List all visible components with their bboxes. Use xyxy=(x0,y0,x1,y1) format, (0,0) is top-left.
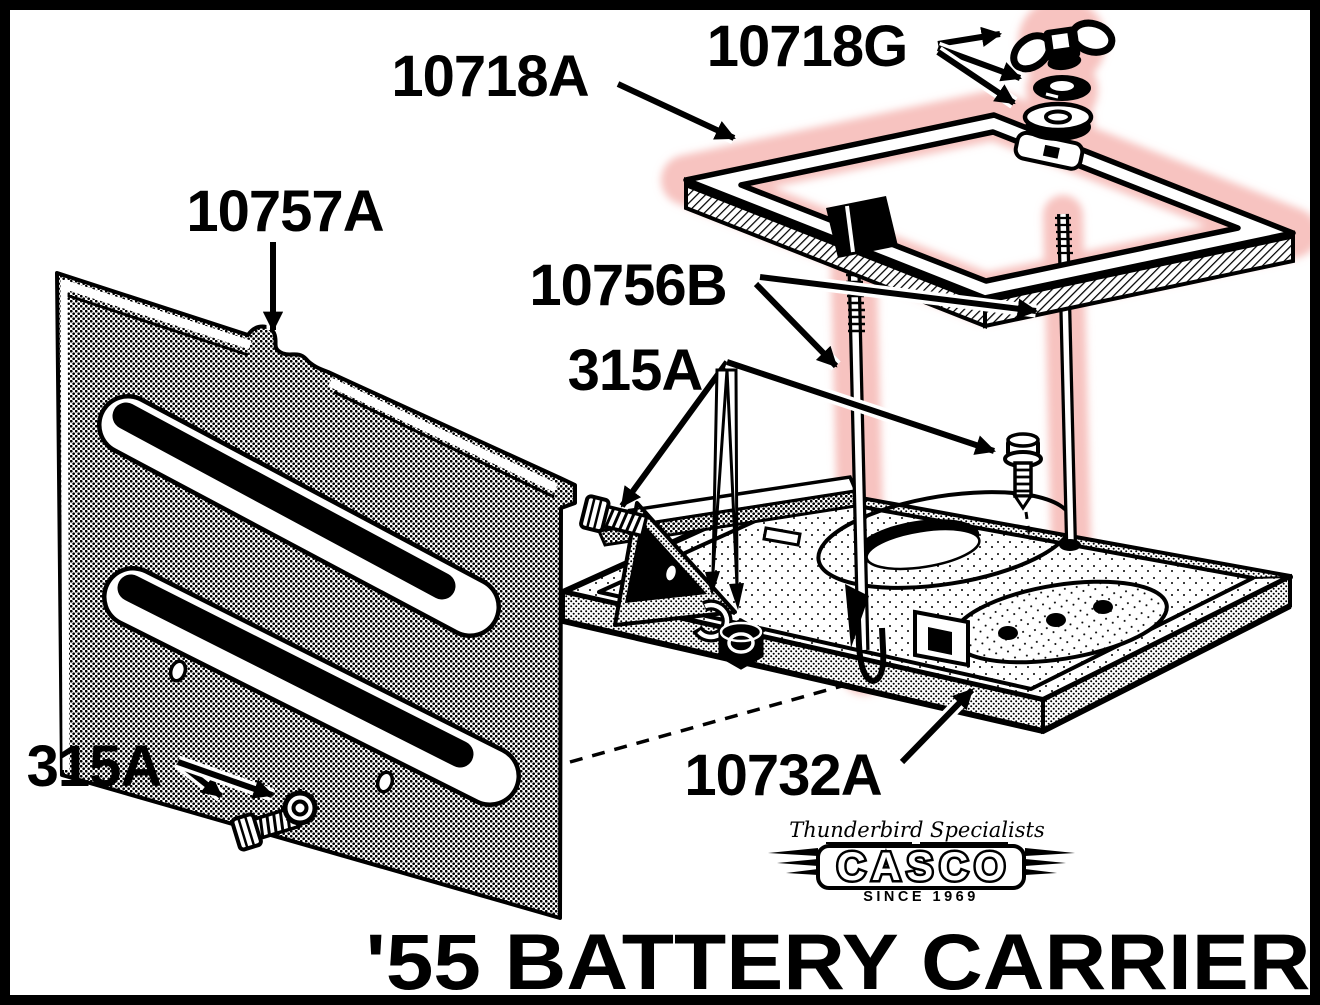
hex-nut-icon xyxy=(718,618,764,670)
part-label-hardware-corner: 315A xyxy=(27,734,162,799)
arrow-flat-washer xyxy=(936,49,1016,106)
part-label-shield: 10757A xyxy=(186,179,383,244)
spike-arrow-nut xyxy=(725,368,739,587)
lock-washer-icon xyxy=(1033,75,1091,101)
part-label-tray: 10732A xyxy=(684,743,881,808)
part-label-hold-down-bolts: 10756B xyxy=(529,253,726,318)
arrow-mid-bolt xyxy=(619,360,730,508)
arrow-corner-washer xyxy=(177,759,274,799)
flat-washer-icon xyxy=(1022,101,1094,141)
callout-arrows xyxy=(173,26,1039,802)
part-label-wing-nut-kit: 10718G xyxy=(707,14,907,79)
j-bolt-left-drawing xyxy=(845,245,887,685)
support-bracket-drawing xyxy=(590,475,865,627)
flanged-bolt-right-icon xyxy=(1003,432,1043,541)
arrow-tray xyxy=(899,687,975,765)
splash-shield-drawing xyxy=(55,271,577,920)
spike-arrow-washer xyxy=(711,368,729,573)
shield-hole xyxy=(375,770,395,794)
shield-slot-lower xyxy=(102,566,521,807)
star-washer-icon xyxy=(281,789,319,827)
logo-since: SINCE 1969 xyxy=(863,889,979,905)
tray-corner-block xyxy=(913,609,970,668)
arrow-wing-nut xyxy=(937,26,1003,47)
part-label-frame: 10718A xyxy=(391,44,588,109)
frame-clamp-block xyxy=(826,196,898,258)
logo-tagline: Thunderbird Specialists xyxy=(789,818,1045,842)
casco-logo: Thunderbird Specialists CASCO SINCE 1969 xyxy=(768,818,1075,905)
tray-slot-hole xyxy=(762,526,802,547)
logo-wings xyxy=(768,848,1075,875)
projection-dashed-line xyxy=(569,680,857,764)
arrow-frame xyxy=(616,81,736,141)
wing-nut-kit-drawing xyxy=(1010,19,1116,141)
diagram-title: '55 BATTERY CARRIER xyxy=(366,917,1311,1005)
part-label-hardware-mid: 315A xyxy=(568,338,703,403)
tray-pad-rear xyxy=(816,490,1074,590)
lock-washer-open-icon xyxy=(689,599,733,643)
logo-brand: CASCO xyxy=(837,845,1011,889)
bolt-dashed-line xyxy=(1024,511,1032,541)
arrow-right-rod xyxy=(759,274,1039,319)
arrow-left-rod xyxy=(753,281,839,369)
arrow-right-bolt xyxy=(726,359,996,455)
shield-slot-upper xyxy=(97,394,501,638)
shield-hole xyxy=(168,659,188,683)
arrow-lock-washer xyxy=(936,45,1022,82)
battery-tray-drawing xyxy=(560,484,1293,735)
